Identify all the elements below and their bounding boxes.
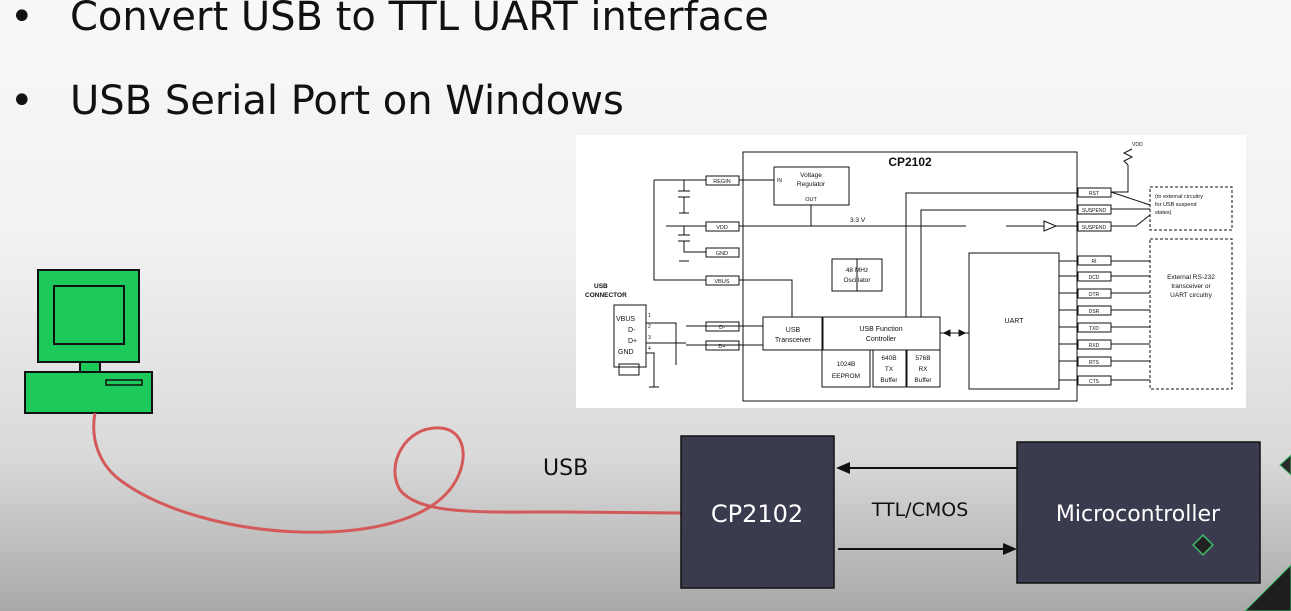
pin-cts: CTS [1089,379,1100,385]
transceiver-label-1: USB [786,327,801,334]
schematic-svg: CP2102 REGIN VDD GND VBUS D- D+ Voltage … [585,142,1233,402]
v33-label: 3.3 V [850,217,866,224]
cp2102-box [680,435,835,589]
osc-label-1: 48 MHz [846,267,868,274]
rs232-note-3: UART circuitry [1170,292,1212,299]
computer-icon [24,269,153,414]
eeprom-label-1: 1024B [837,361,856,368]
cp2102-schematic: CP2102 REGIN VDD GND VBUS D- D+ Voltage … [576,135,1246,408]
bullet-text-1: Convert USB to TTL UART interface [70,0,769,40]
osc-label-2: Oscillator [843,277,871,284]
pin-txd: TXD [1089,326,1099,332]
microcontroller-box [1016,441,1261,584]
pin-regin: REGIN [713,179,730,185]
suspend-note-1: (to external circuitry [1155,194,1203,200]
corner-decoration-bottom [1244,564,1291,611]
microcontroller-box-label: Microcontroller [1056,502,1221,527]
bullet-serial-port: • USB Serial Port on Windows [10,78,624,124]
bullet-convert-usb: • Convert USB to TTL UART interface [10,0,769,40]
rxbuf-label-3: Buffer [914,377,932,384]
arrow-head-right-icon [1003,543,1017,555]
pin-dminus: D- [719,325,725,331]
rs232-note-1: External RS-232 [1167,274,1215,281]
usb-connector-label-2: CONNECTOR [585,292,627,299]
rxbuf-label-1: 576B [915,355,930,362]
pin-vbus: VBUS [715,279,730,285]
func-ctrl-label-1: USB Function [859,326,902,333]
vreg-out: OUT [805,197,817,203]
rxbuf-label-2: RX [918,366,928,373]
pin-rts: RTS [1089,360,1100,366]
pin-dsr: DSR [1089,309,1100,315]
func-ctrl-label-2: Controller [866,336,897,343]
pin-vdd: VDD [716,225,728,231]
pin-dcd: DCD [1089,275,1100,281]
vreg-label-1: Voltage [800,172,822,179]
txbuf-label-1: 640B [881,355,896,362]
bullet-dot: • [10,78,34,124]
conn-pin-vbus: VBUS [616,316,635,323]
conn-num-2: 2 [648,324,651,330]
usb-cable [92,412,683,534]
pin-rst: RST [1089,191,1099,197]
usb-connector-label-1: USB [594,283,608,290]
pin-gnd: GND [716,251,728,257]
rs232-note-2: transceiver or [1171,283,1211,290]
txbuf-label-2: TX [885,366,894,373]
conn-num-3: 3 [648,335,651,341]
pin-suspend-b: SUSPEND [1082,225,1107,231]
conn-pin-dminus: D- [628,327,636,334]
corner-decoration-top [1279,454,1291,476]
pin-rxd: RXD [1089,343,1100,349]
vdd-top-label: VDD [1132,142,1143,148]
cp2102-box-label: CP2102 [711,500,803,528]
suspend-note-2: for USB suspend [1155,202,1197,208]
pin-suspend: SUSPEND [1082,208,1107,214]
conn-num-1: 1 [648,313,651,319]
pin-ri: RI [1092,259,1097,265]
vreg-label-2: Regulator [797,181,826,188]
vreg-in: IN [777,178,782,184]
transceiver-label-2: Transceiver [775,337,812,344]
suspend-note-3: states) [1155,210,1172,216]
eeprom-label-2: EEPROM [832,373,860,380]
arrow-head-left-icon [836,462,850,474]
pin-dtr: DTR [1089,292,1100,298]
ttl-cmos-label: TTL/CMOS [871,499,969,521]
usb-label: USB [543,456,588,481]
bullet-text-2: USB Serial Port on Windows [70,78,624,124]
conn-num-4: 4 [648,346,651,352]
conn-pin-dplus: D+ [628,338,637,345]
chip-glyph-icon [1192,534,1214,556]
bullet-dot: • [10,0,34,40]
pin-dplus: D+ [718,344,725,350]
uart-label: UART [1005,318,1025,325]
txbuf-label-3: Buffer [880,377,898,384]
chip-title: CP2102 [888,155,932,169]
conn-pin-gnd: GND [618,349,634,356]
